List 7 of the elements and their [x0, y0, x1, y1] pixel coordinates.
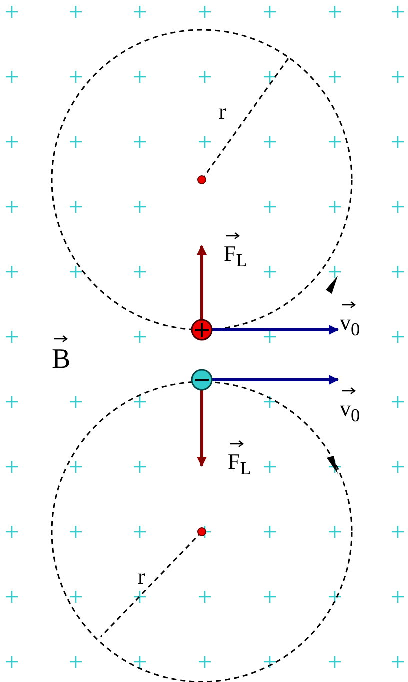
- vector-label: v$_{0}$: [340, 311, 360, 342]
- vector-label: B: [52, 345, 71, 375]
- vector-label: F$_{L}$: [224, 242, 248, 272]
- vector-label: v$_{0}$: [340, 397, 360, 428]
- vector-label: F$_{L}$: [228, 450, 252, 480]
- radius-label: r: [219, 100, 226, 124]
- radius-label: r: [138, 565, 146, 589]
